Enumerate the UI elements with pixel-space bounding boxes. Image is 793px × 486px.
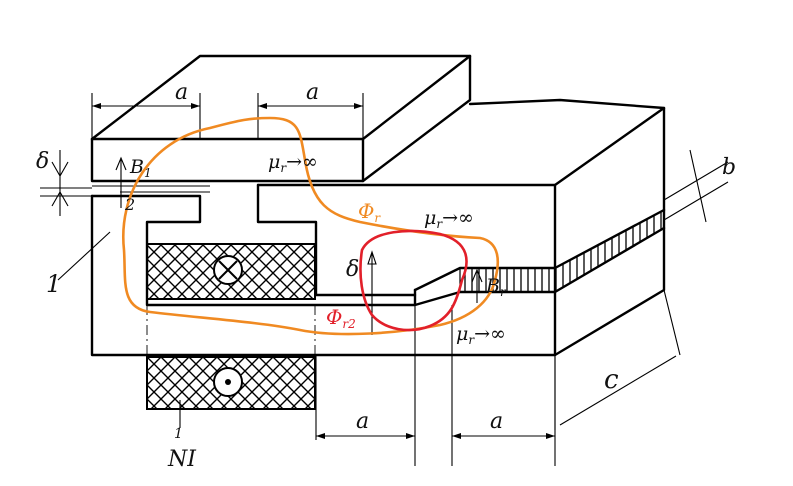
- mu-top-label: μr→∞: [268, 151, 318, 175]
- mu-mid-label: μr→∞: [424, 207, 474, 231]
- phi-r2-label: Φr2: [326, 305, 356, 331]
- dim-a-top-left: a: [175, 80, 188, 105]
- label-one: 1: [46, 270, 61, 298]
- coil-outer: [146, 356, 316, 410]
- top-plate: [90, 54, 472, 183]
- dim-a-top-right: a: [306, 80, 319, 105]
- label-ni: NI: [167, 447, 197, 472]
- b1-label: B1: [129, 156, 152, 180]
- delta-left: δ: [36, 149, 49, 174]
- phi-r-label: Φr: [358, 199, 381, 225]
- dim-a-bottom-left: a: [356, 409, 369, 434]
- coil-inner: [146, 243, 316, 300]
- mu-bottom-label: μr→∞: [456, 323, 506, 347]
- c-dimension: c: [604, 365, 619, 395]
- flux-loop-phi-r2: [359, 229, 468, 332]
- b1-arrow: [115, 156, 127, 208]
- flux-loop-phi-r: [121, 116, 500, 336]
- label-one-small: 1: [174, 426, 183, 442]
- dimension-lines: [51, 93, 729, 466]
- delta-center: δ: [346, 257, 359, 282]
- br-arrow: [471, 268, 483, 303]
- dim-a-bottom-right: a: [490, 409, 503, 434]
- label-two: 2: [124, 195, 135, 214]
- br-label: Br: [485, 275, 507, 299]
- b-dimension: b: [722, 155, 736, 180]
